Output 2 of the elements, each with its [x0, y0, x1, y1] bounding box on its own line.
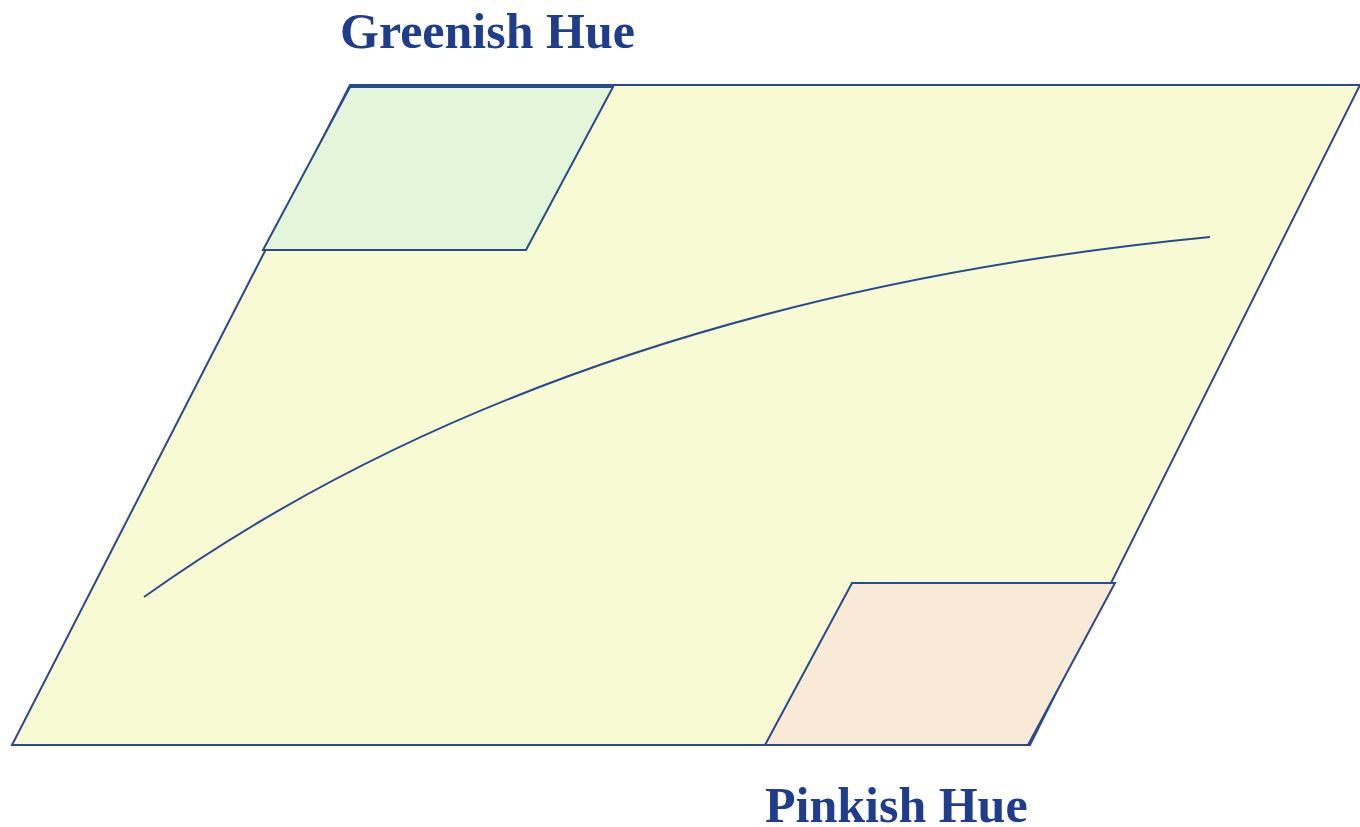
heading: Pinkish Hue	[765, 780, 1028, 827]
heading: Greenish Hue	[340, 6, 635, 56]
